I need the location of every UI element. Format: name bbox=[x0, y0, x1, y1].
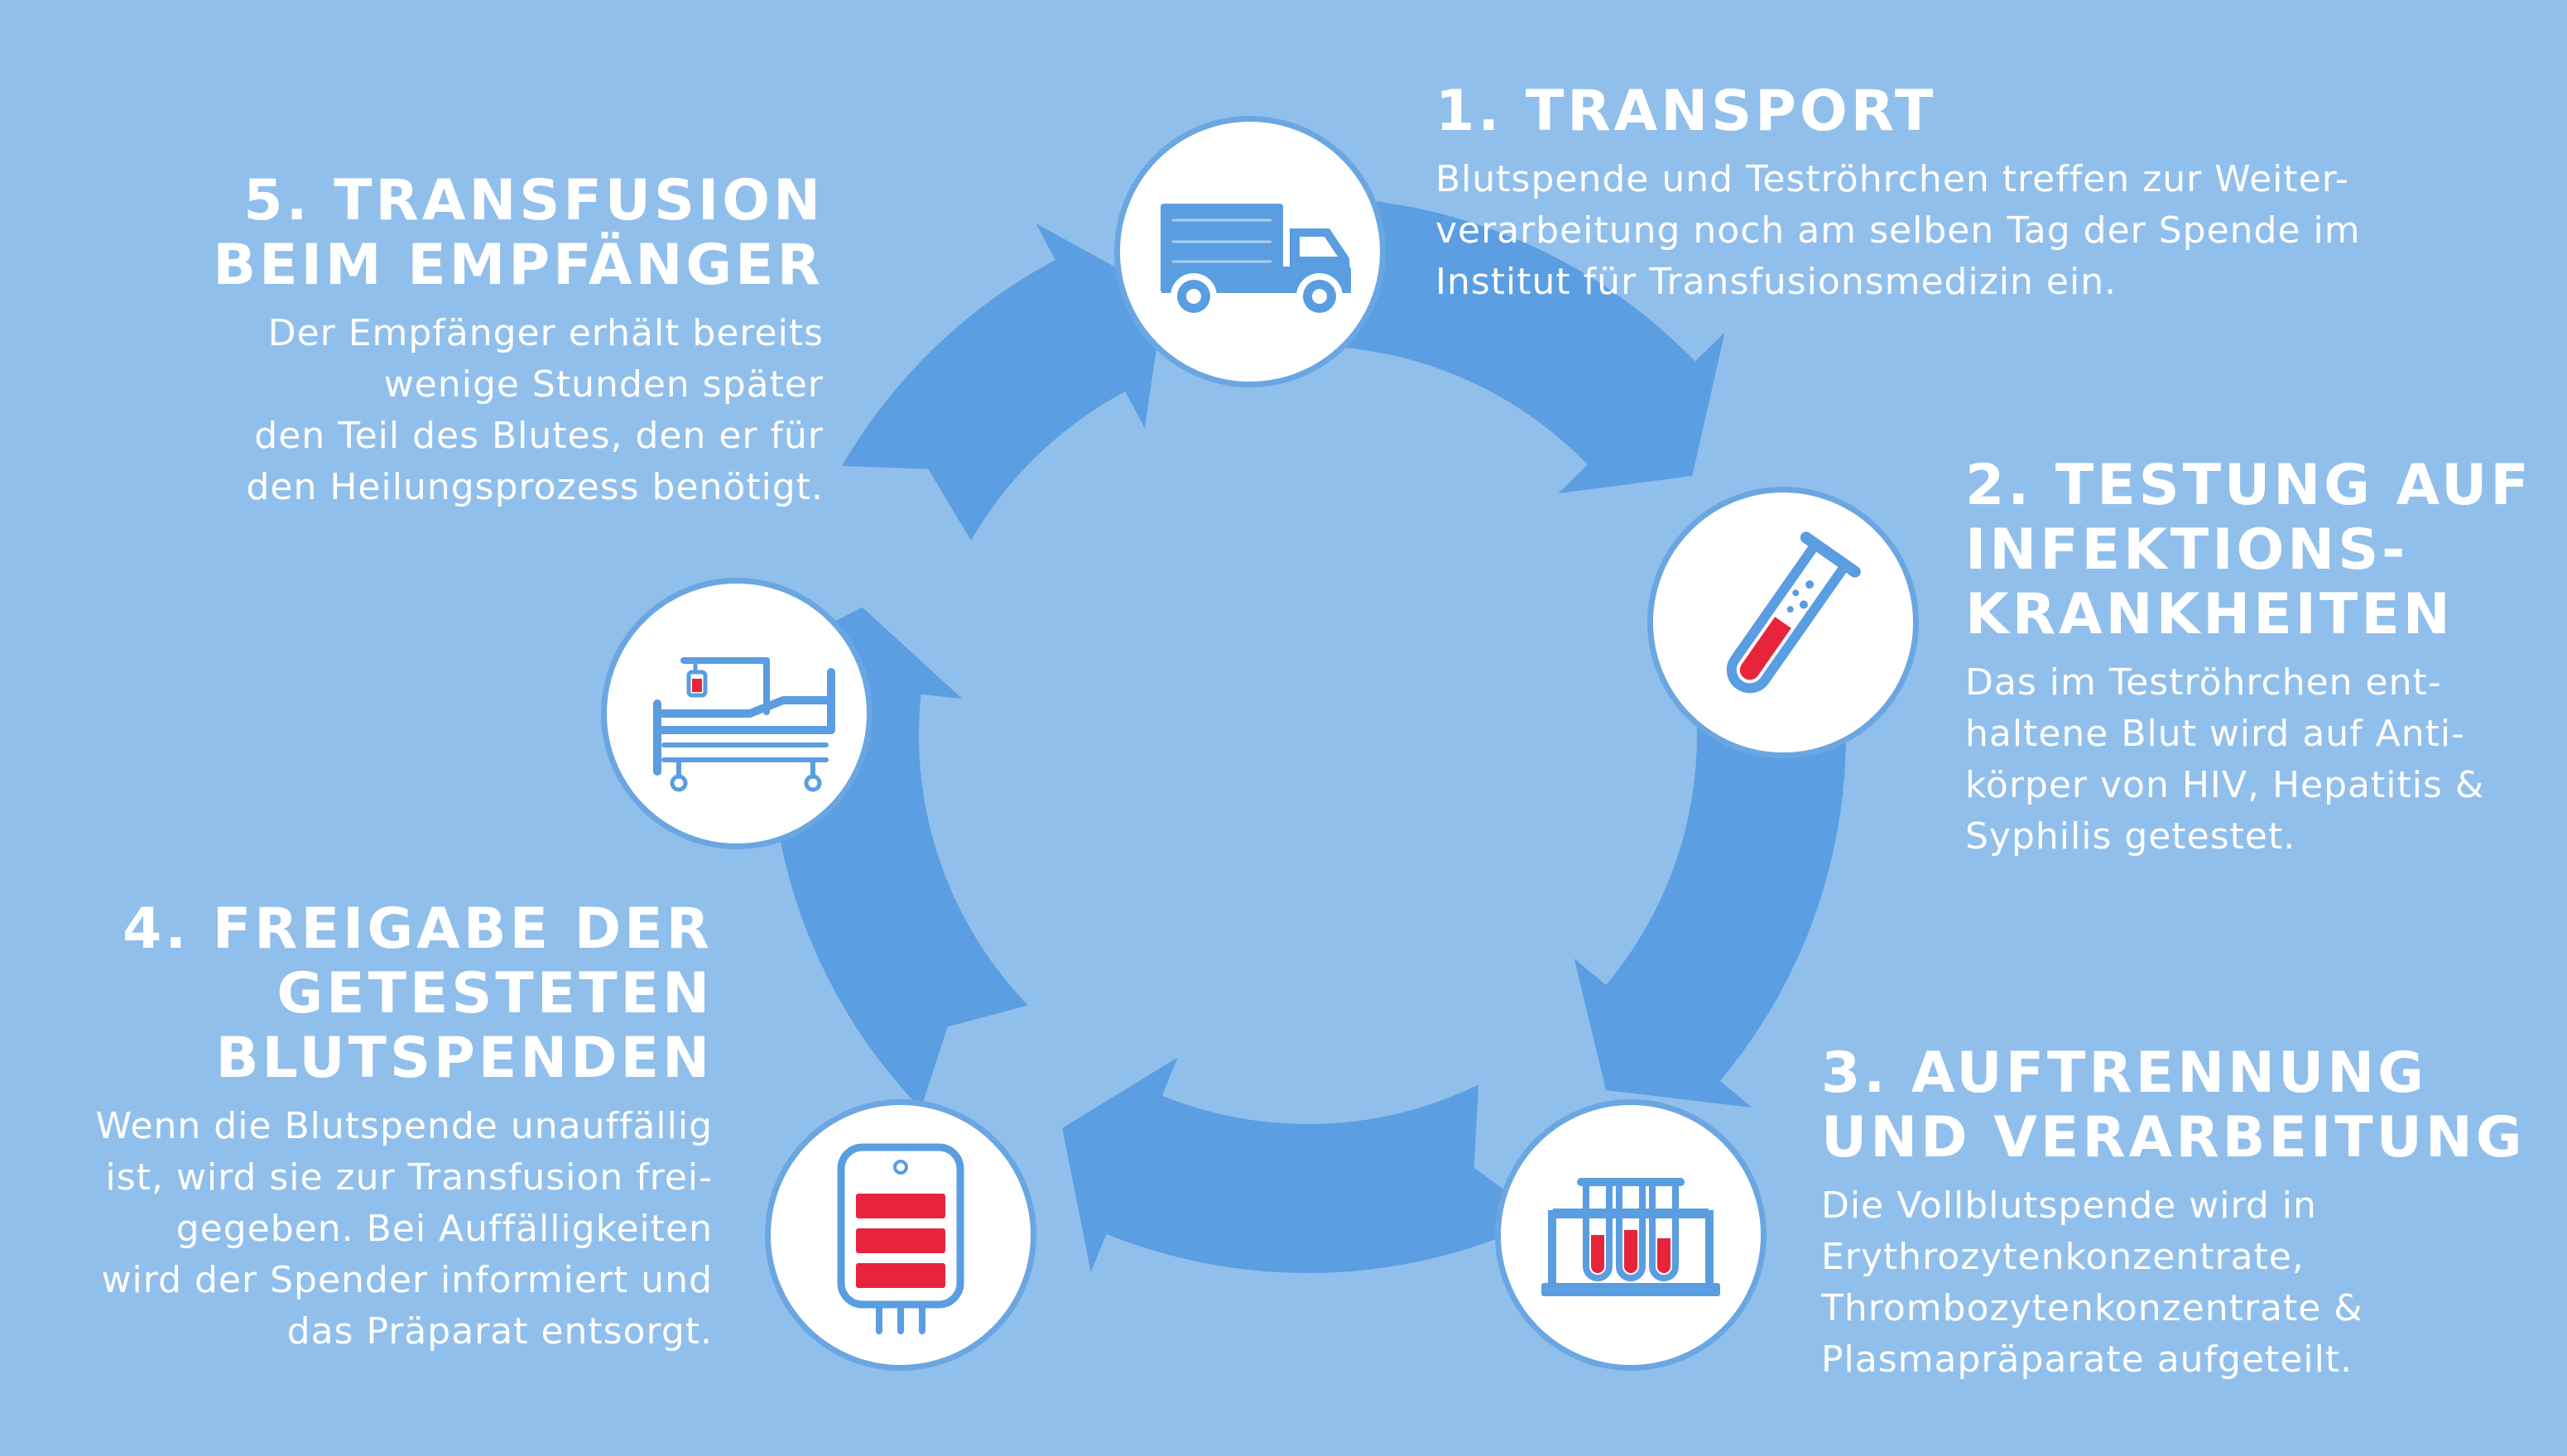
cycle-arrow-segment-5 bbox=[842, 223, 1165, 541]
step-2-title-line: Infektions- bbox=[1965, 517, 2409, 583]
step-4-title: 4. Freigabe der getesteten Blutspenden bbox=[96, 897, 713, 1091]
step-3-title-line: und Verarbeitung bbox=[1821, 1105, 2526, 1170]
step-4-text: Wenn die Blutspende unauffällig ist, wir… bbox=[96, 1101, 713, 1357]
step-5-title: 5. Transfusion beim Empfänger bbox=[213, 169, 824, 298]
step-2-testung: 2. Testung auf Infektions- krankheiten D… bbox=[1965, 454, 2532, 863]
step-4-title-line: getesteten bbox=[276, 961, 713, 1026]
step-1-title: 1. Transport bbox=[1435, 79, 2361, 144]
cycle-arrow-segment-3 bbox=[1062, 1057, 1544, 1274]
blood-bag-icon-circle bbox=[765, 1099, 1036, 1371]
step-4-text-line: ist, wird sie zur Transfusion frei- bbox=[105, 1156, 713, 1199]
truck-icon-circle bbox=[1114, 116, 1386, 387]
step-2-text-line: haltene Blut wird auf Anti- bbox=[1965, 713, 2465, 755]
step-4-text-line: das Präparat entsorgt. bbox=[286, 1310, 713, 1353]
step-1-text: Blutspende und Teströhrchen treffen zur … bbox=[1435, 154, 2361, 308]
step-3-text-line: Plasmapräparate aufgeteilt. bbox=[1821, 1338, 2353, 1381]
step-5-title-line: beim Empfänger bbox=[213, 233, 824, 298]
step-2-title-line: krankheiten bbox=[1965, 582, 2454, 647]
step-5-title-line: 5. Transfusion bbox=[243, 168, 824, 233]
test-tube-icon bbox=[1726, 531, 1861, 694]
step-3-auftrennung: 3. Auftrennung und Verarbeitung Die Voll… bbox=[1821, 1041, 2526, 1386]
step-1-text-line: verarbeitung noch am selben Tag der Spen… bbox=[1435, 209, 2361, 252]
step-1-title-line: 1. Transport bbox=[1435, 79, 1937, 144]
step-1-text-line: Institut für Transfusionsmedizin ein. bbox=[1435, 261, 2118, 303]
truck-icon bbox=[1161, 204, 1351, 320]
step-2-title-line: 2. Testung auf bbox=[1965, 453, 2532, 518]
step-5-text-line: wenige Stunden später bbox=[383, 363, 824, 406]
hospital-bed-icon-circle bbox=[601, 578, 872, 849]
step-3-text-line: Thrombozytenkonzentrate & bbox=[1821, 1287, 2363, 1329]
step-3-text-line: Die Vollblutspende wird in bbox=[1821, 1185, 2317, 1227]
step-1-text-line: Blutspende und Teströhrchen treffen zur … bbox=[1435, 158, 2349, 200]
step-4-title-line: Blutspenden bbox=[215, 1026, 713, 1091]
step-4-freigabe: 4. Freigabe der getesteten Blutspenden W… bbox=[96, 897, 713, 1357]
step-2-text-line: Das im Teströhrchen ent- bbox=[1965, 661, 2442, 704]
step-5-transfusion: 5. Transfusion beim Empfänger Der Empfän… bbox=[213, 169, 824, 513]
step-2-text-line: Syphilis getestet. bbox=[1965, 815, 2296, 858]
step-5-text: Der Empfänger erhält bereits wenige Stun… bbox=[213, 308, 824, 513]
step-5-text-line: Der Empfänger erhält bereits bbox=[267, 312, 824, 354]
step-5-text-line: den Teil des Blutes, den er für bbox=[254, 415, 824, 457]
step-2-title: 2. Testung auf Infektions- krankheiten bbox=[1965, 454, 2532, 647]
step-5-text-line: den Heilungsprozess benötigt. bbox=[246, 466, 824, 508]
step-2-text-line: körper von HIV, Hepatitis & bbox=[1965, 764, 2485, 806]
step-4-text-line: gegeben. Bei Auffälligkeiten bbox=[175, 1208, 713, 1250]
step-1-transport: 1. Transport Blutspende und Teströhrchen… bbox=[1435, 79, 2361, 308]
step-2-text: Das im Teströhrchen ent- haltene Blut wi… bbox=[1965, 657, 2532, 863]
test-tube-rack-icon bbox=[1541, 1178, 1720, 1296]
step-3-title: 3. Auftrennung und Verarbeitung bbox=[1821, 1041, 2526, 1170]
test-tube-icon-circle bbox=[1647, 487, 1919, 758]
step-4-title-line: 4. Freigabe der bbox=[122, 896, 713, 962]
step-4-text-line: wird der Spender informiert und bbox=[101, 1259, 713, 1301]
step-3-title-line: 3. Auftrennung bbox=[1821, 1040, 2427, 1106]
test-tube-rack-icon-circle bbox=[1495, 1099, 1767, 1371]
step-4-text-line: Wenn die Blutspende unauffällig bbox=[95, 1105, 713, 1147]
blood-bag-icon bbox=[837, 1143, 964, 1334]
step-3-text: Die Vollblutspende wird in Erythrozytenk… bbox=[1821, 1180, 2526, 1386]
step-3-text-line: Erythrozytenkonzentrate, bbox=[1821, 1236, 2305, 1278]
hospital-bed-icon bbox=[653, 657, 835, 792]
